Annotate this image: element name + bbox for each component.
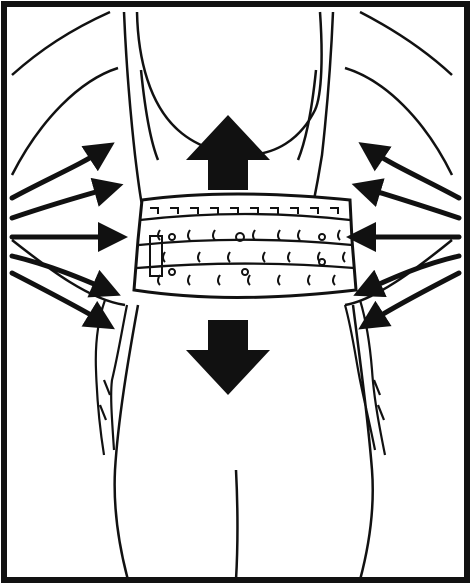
back-brace-belt [134, 194, 356, 298]
